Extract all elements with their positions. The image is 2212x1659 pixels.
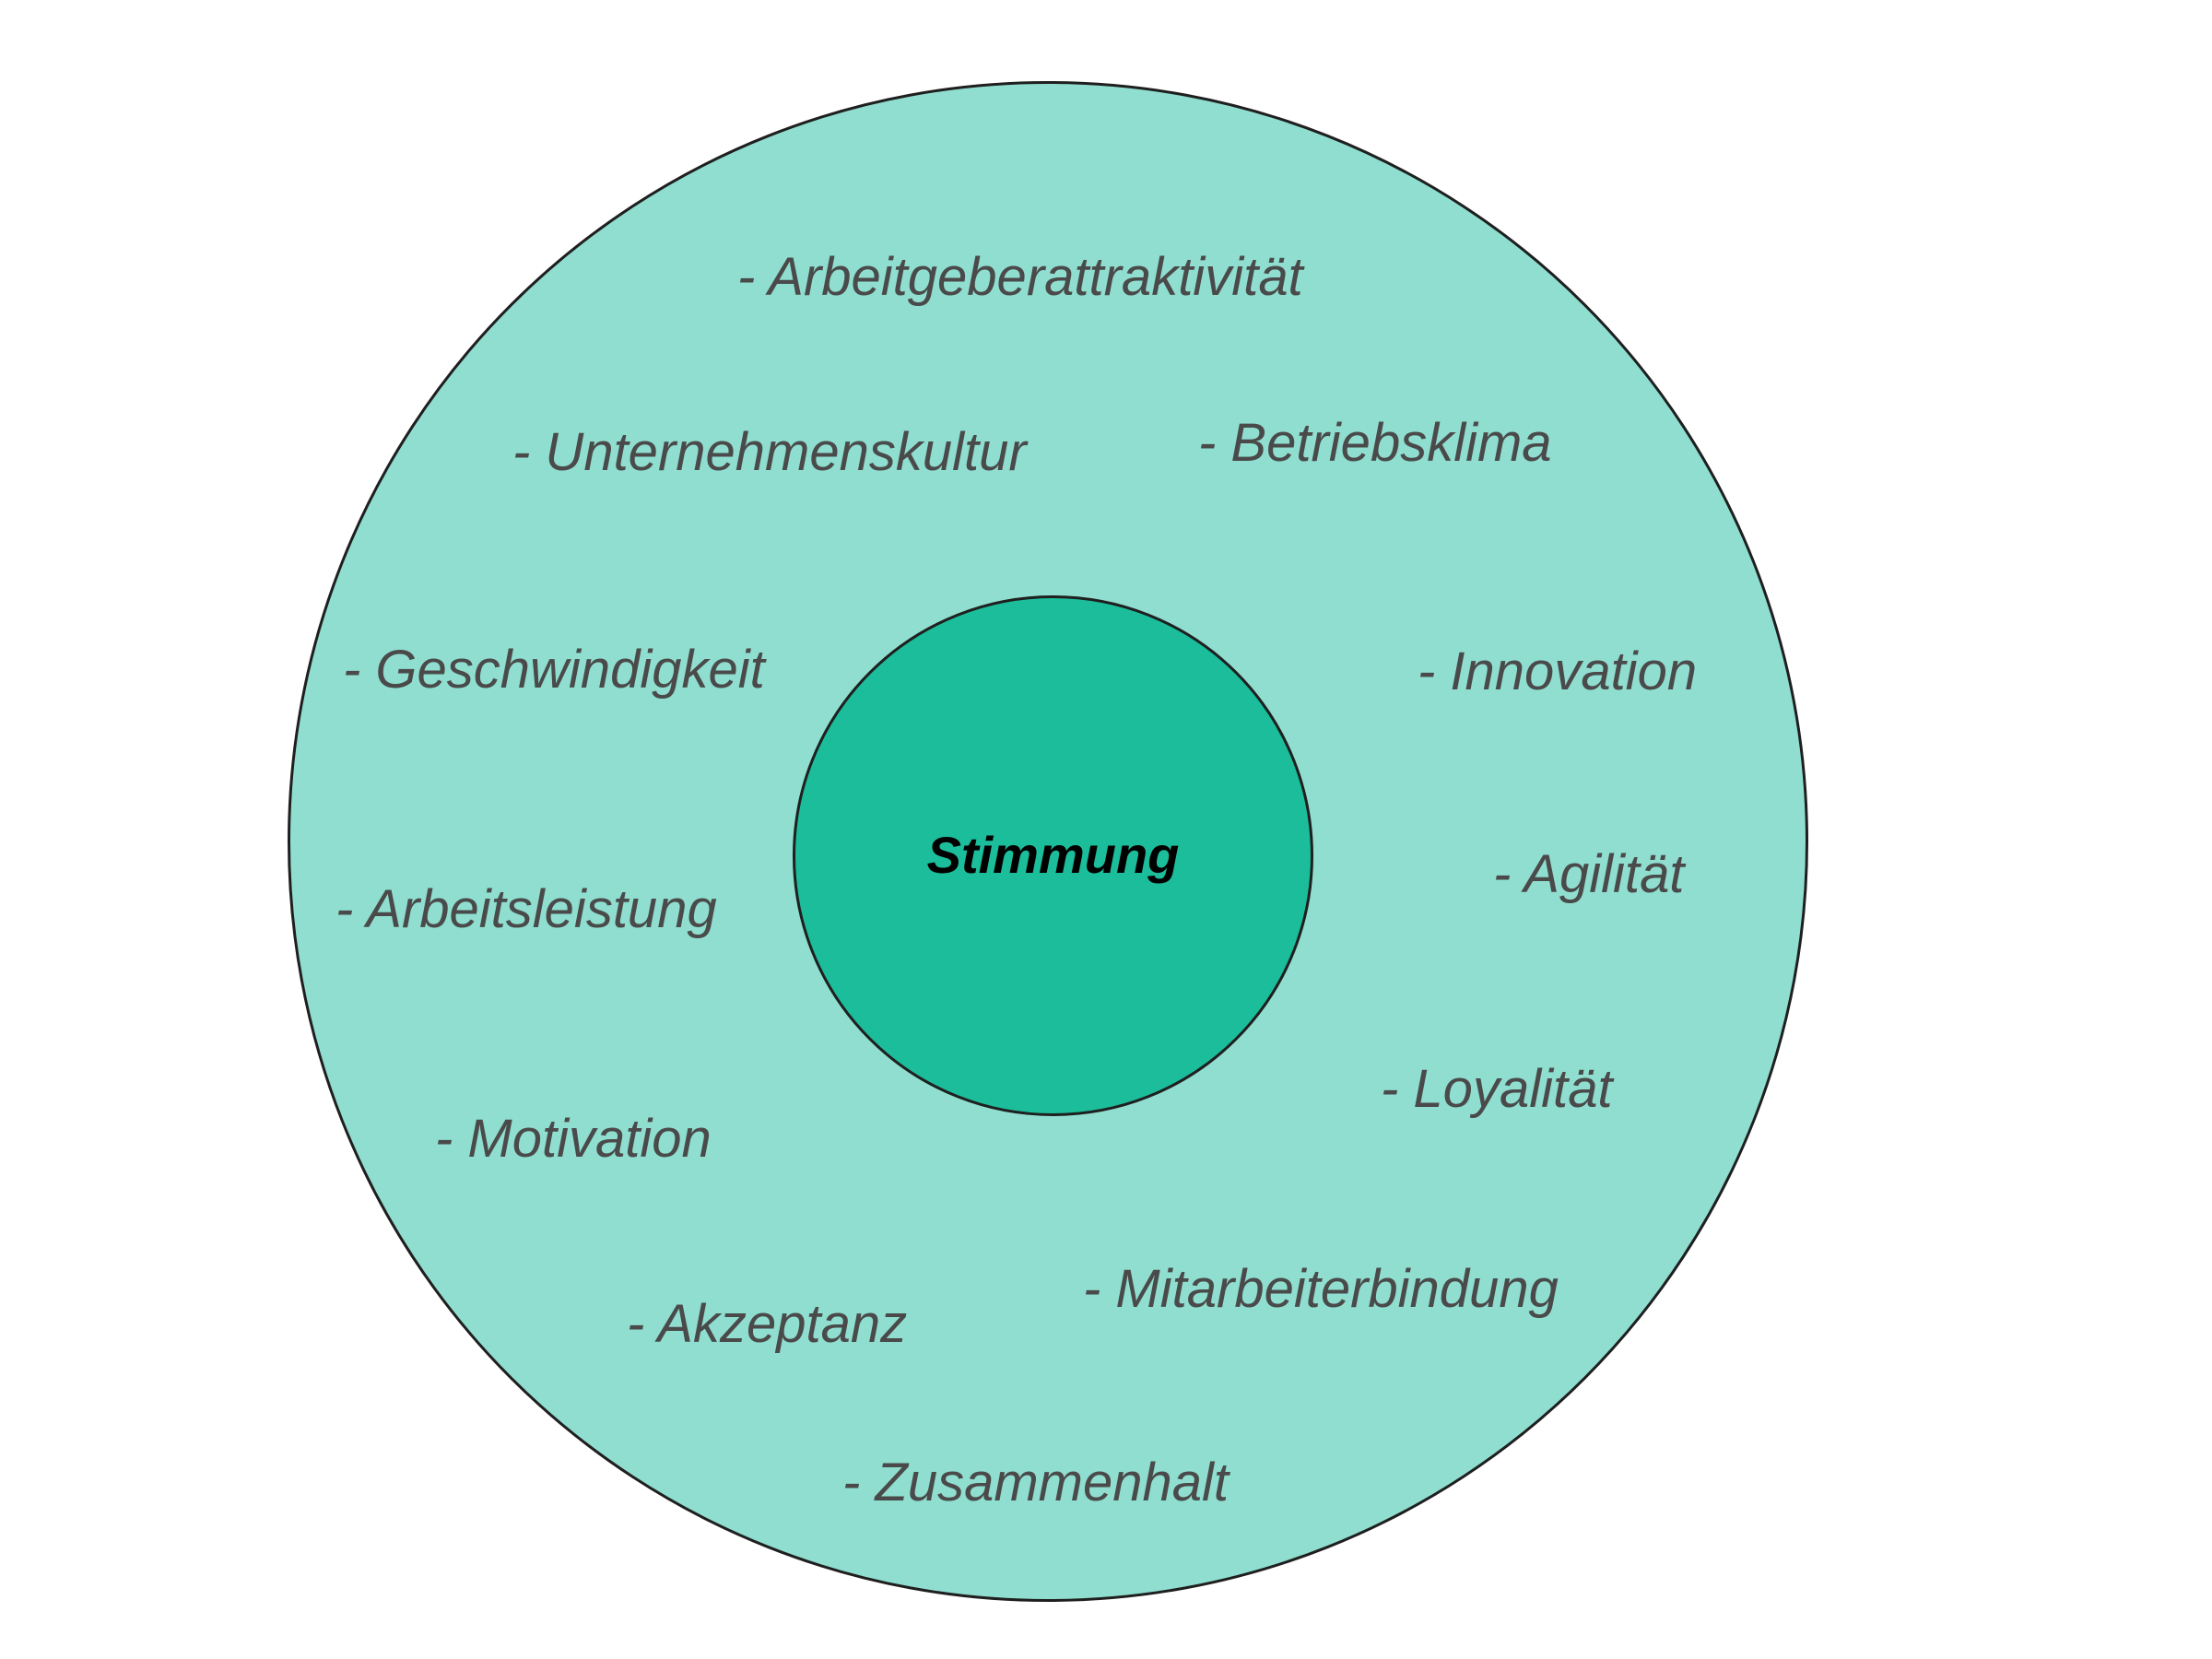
factor-label: - Mitarbeiterbindung xyxy=(1083,1259,1559,1319)
factor-label: - Agilität xyxy=(1493,844,1685,904)
factor-label: - Betriebsklima xyxy=(1198,413,1552,473)
inner-circle xyxy=(793,595,1313,1116)
factor-label: - Loyalität xyxy=(1381,1059,1613,1119)
factor-label: - Motivation xyxy=(435,1109,712,1169)
factor-label: - Zusammenhalt xyxy=(842,1453,1230,1512)
center-label: Stimmung xyxy=(926,826,1180,884)
factor-label: - Arbeitsleistung xyxy=(335,879,717,939)
factor-label: - Akzeptanz xyxy=(627,1294,908,1354)
factor-label: - Unternehmenskultur xyxy=(512,422,1027,482)
factor-label: - Geschwindigkeit xyxy=(343,640,765,700)
factor-label: - Innovation xyxy=(1418,641,1698,701)
factor-label: - Arbeitgeberattraktivität xyxy=(737,247,1303,307)
